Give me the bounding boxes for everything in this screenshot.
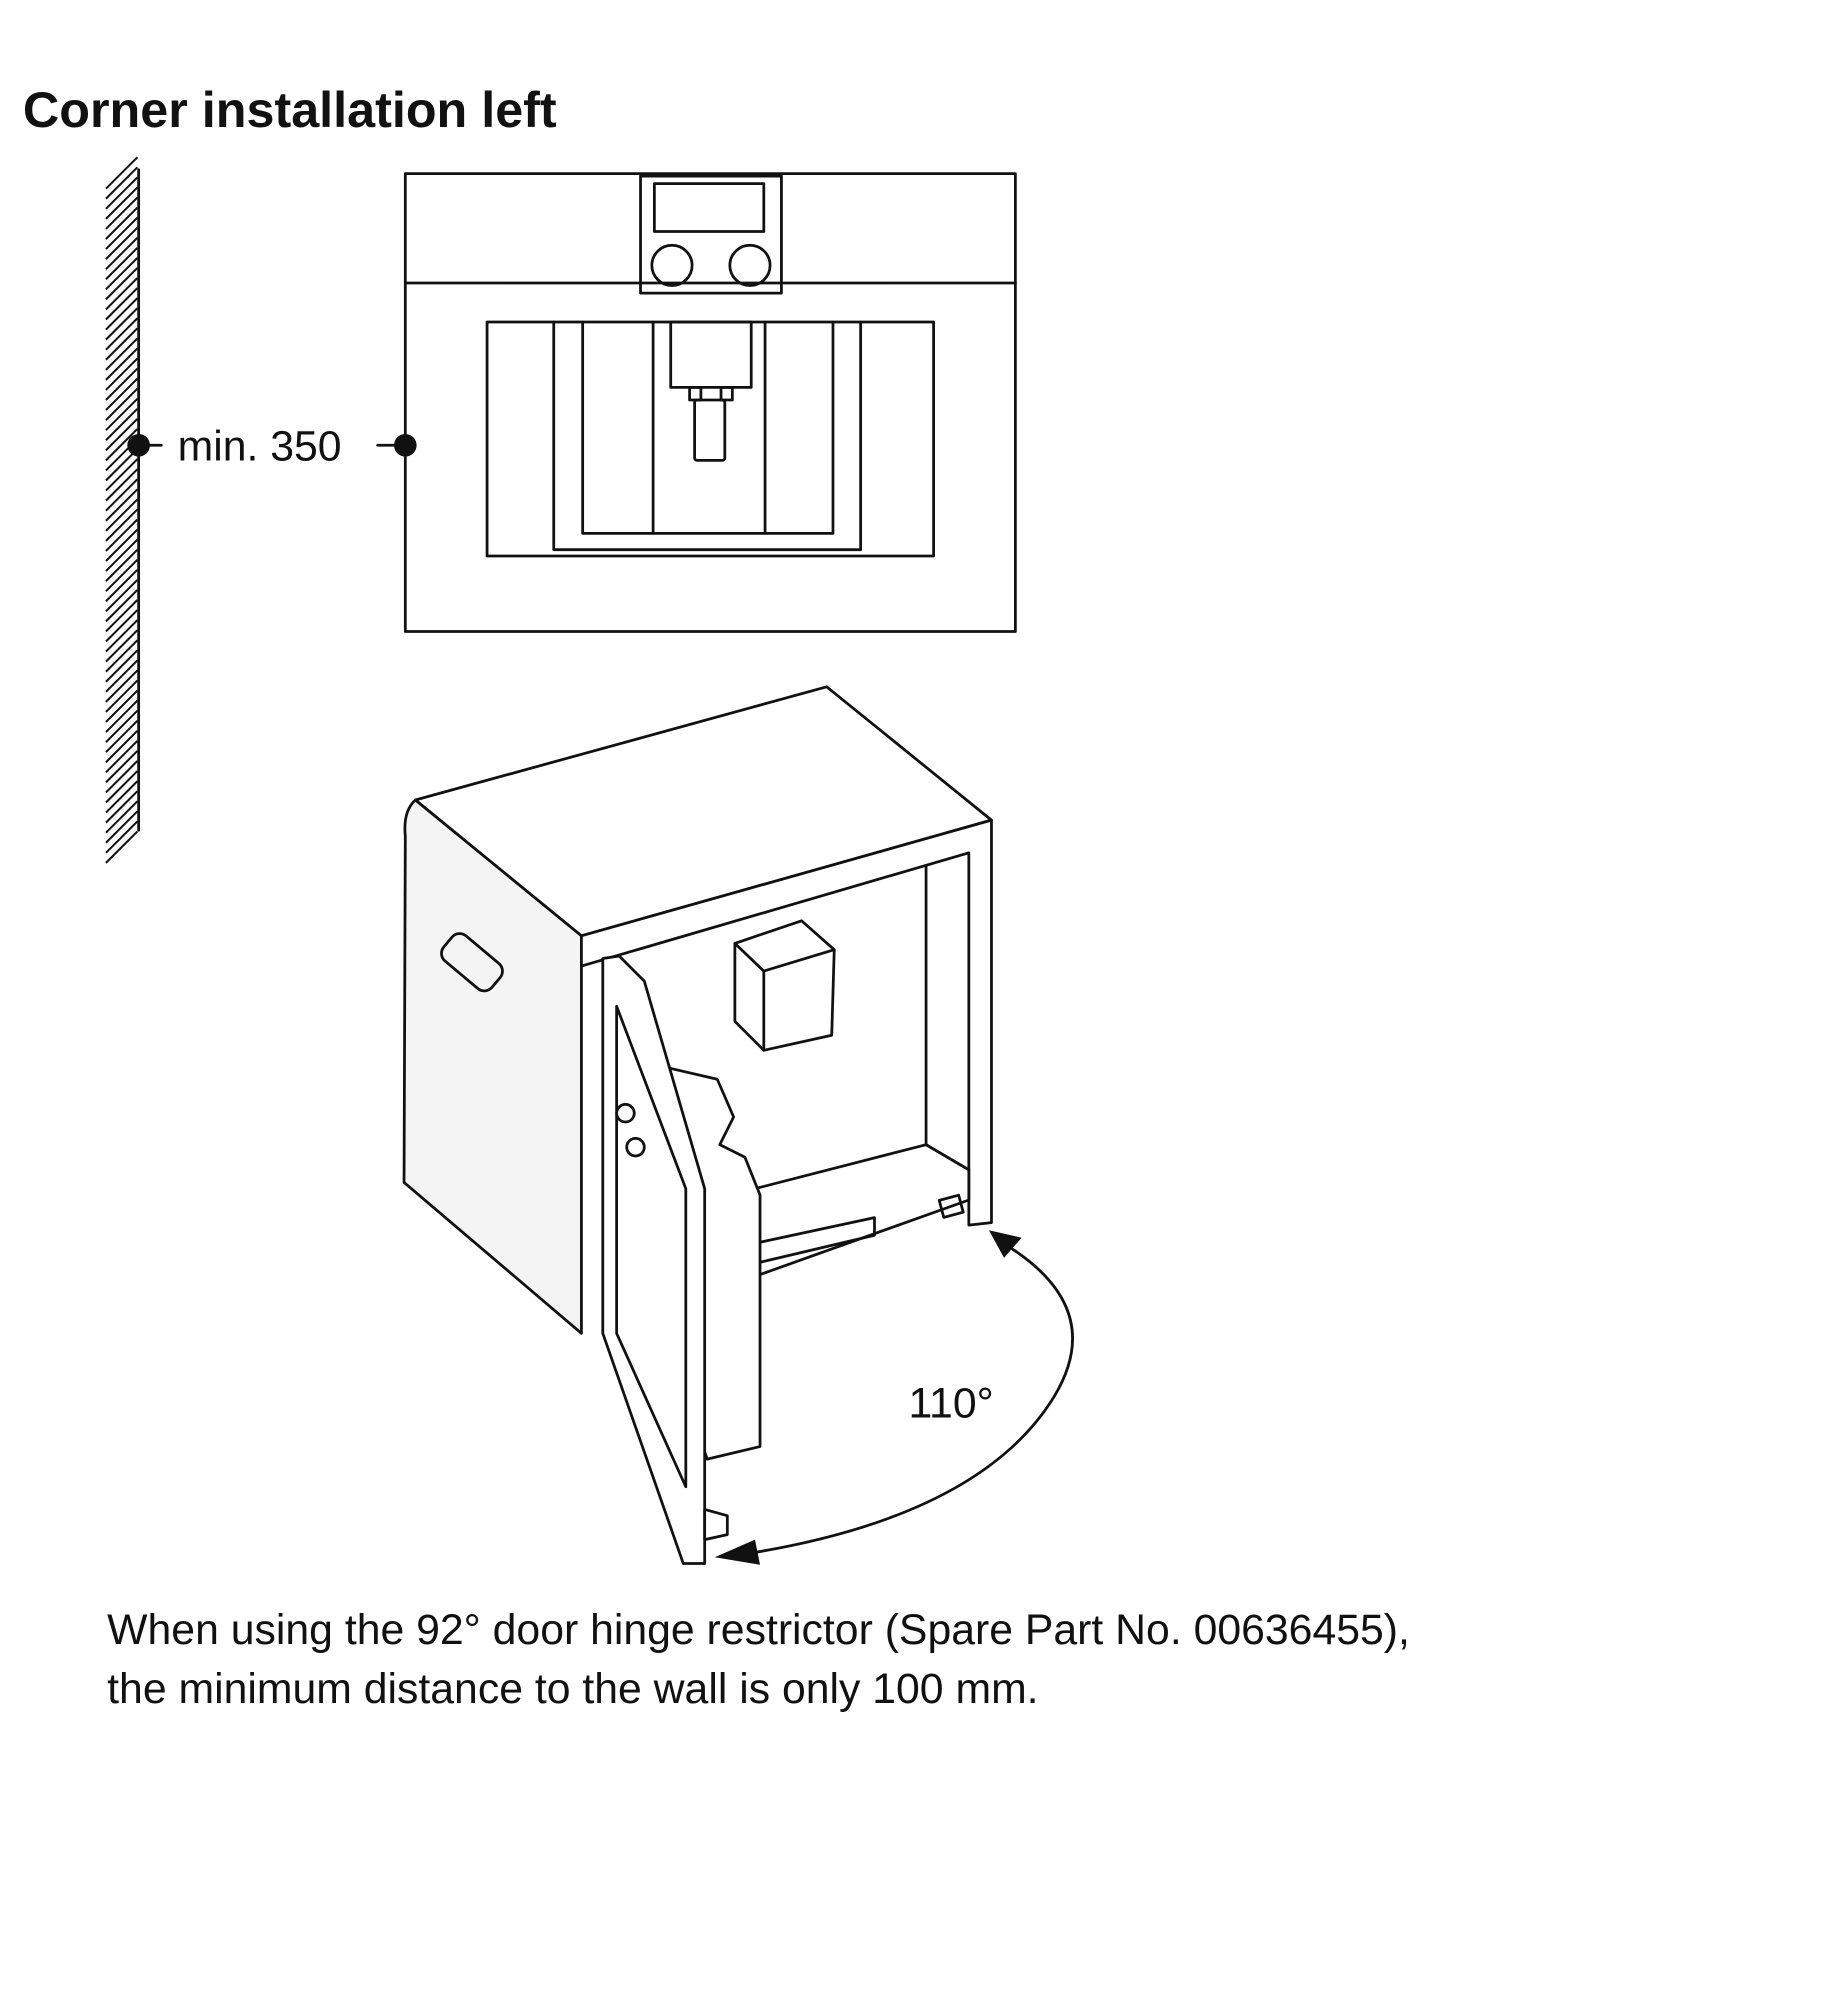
- wall-hatch-line: [105, 186, 139, 220]
- wall-hatch-line: [105, 367, 139, 401]
- wall-hatch-line: [105, 528, 139, 562]
- wall-hatch-line: [105, 357, 139, 391]
- wall-hatch-line: [105, 780, 139, 814]
- knob-right: [728, 243, 772, 287]
- wall-hatch-line: [105, 478, 139, 512]
- wall-hatch-line: [105, 317, 139, 351]
- open-door: [601, 954, 707, 1565]
- wall-hatch-line: [105, 740, 139, 774]
- wall-hatch-line: [105, 629, 139, 663]
- wall-hatch-line: [105, 639, 139, 673]
- note-line-1: When using the 92° door hinge restrictor…: [107, 1606, 1410, 1654]
- wall-hatch-line: [105, 307, 139, 341]
- wall-hatch-line: [105, 488, 139, 522]
- wall-hatch-line: [105, 277, 139, 311]
- wall-hatch-line: [105, 750, 139, 784]
- page-title: Corner installation left: [23, 81, 557, 138]
- wall-hatch-line: [105, 830, 139, 864]
- wall-hatch-line: [105, 347, 139, 381]
- wall-hatch-line: [105, 418, 139, 452]
- wall-hatch-line: [105, 327, 139, 361]
- spout: [669, 320, 753, 389]
- wall-hatch-line: [105, 649, 139, 683]
- wall-hatch-line: [105, 508, 139, 542]
- wall-hatch-line: [105, 559, 139, 592]
- wall-hatch-line: [105, 387, 139, 421]
- wall-hatch-line: [105, 790, 139, 824]
- angle-label: 110°: [908, 1380, 993, 1428]
- wall-hatch-line: [105, 206, 139, 240]
- arrowhead-bottom: [714, 1539, 761, 1565]
- wall-hatch-line: [105, 548, 139, 582]
- wall-hatch-line: [105, 398, 139, 431]
- wall-hatch-line: [105, 176, 139, 210]
- wall-hatch-line: [105, 569, 139, 602]
- wall-hatch-line: [105, 498, 139, 532]
- wall-hatch-line: [105, 267, 139, 301]
- wall-hatch-line: [105, 770, 139, 804]
- wall-hatch-line: [105, 156, 139, 190]
- wall-hatch-line: [105, 619, 139, 653]
- side-handle: [440, 932, 504, 993]
- wall-hatch-line: [105, 166, 139, 200]
- knob-left: [650, 243, 694, 287]
- wall-hatch-line: [105, 800, 139, 834]
- wall-hatch-line: [105, 216, 139, 250]
- wall-hatch-line: [105, 337, 139, 371]
- control-panel: [639, 174, 783, 295]
- dimension-point-appliance: [393, 433, 417, 457]
- door-opening-angle: 110°: [714, 1230, 1074, 1565]
- wall-hatch-line: [105, 820, 139, 854]
- wall-hatch-line: [105, 599, 139, 633]
- wall-hatch-line: [105, 377, 139, 411]
- arrowhead-top: [988, 1230, 1022, 1258]
- wall-hatch-line: [105, 659, 139, 693]
- wall-hatch-line: [105, 609, 139, 643]
- wall-hatch-line: [105, 458, 139, 492]
- wall-hatch-line: [105, 237, 139, 270]
- note-line-2: the minimum distance to the wall is only…: [107, 1665, 1038, 1713]
- wall-hatch-line: [105, 720, 139, 753]
- wall-hatch-line: [105, 709, 139, 743]
- dimension-min-350: min. 350: [127, 422, 417, 470]
- wall-hatch-line: [105, 297, 139, 331]
- wall-hatch-line: [105, 699, 139, 733]
- dimension-point-wall: [127, 433, 150, 457]
- wall-hatch-line: [105, 730, 139, 763]
- wall-hatch-line: [105, 226, 139, 260]
- display: [652, 182, 766, 233]
- wall-hatch-line: [105, 669, 139, 703]
- wall-hatch-line: [105, 287, 139, 321]
- wall: [105, 156, 141, 864]
- wall-hatch-line: [105, 589, 139, 623]
- wall-hatch-line: [105, 810, 139, 844]
- wall-hatch-line: [105, 689, 139, 723]
- appliance-perspective-view: [402, 685, 993, 1565]
- appliance-front-view: [403, 172, 1017, 633]
- wall-hatch-line: [105, 679, 139, 713]
- wall-hatch-line: [105, 468, 139, 502]
- wall-hatch-line: [105, 247, 139, 280]
- wall-hatch-line: [105, 428, 139, 462]
- wall-hatch-line: [105, 579, 139, 613]
- wall-hatch-line: [105, 257, 139, 291]
- dimension-label: min. 350: [178, 422, 342, 470]
- wall-hatch-line: [105, 538, 139, 572]
- wall-hatch-line: [105, 196, 139, 230]
- brew-unit: [733, 919, 836, 1052]
- wall-hatch-line: [105, 760, 139, 794]
- wall-hatch-line: [105, 518, 139, 552]
- wall-hatch-line: [105, 408, 139, 441]
